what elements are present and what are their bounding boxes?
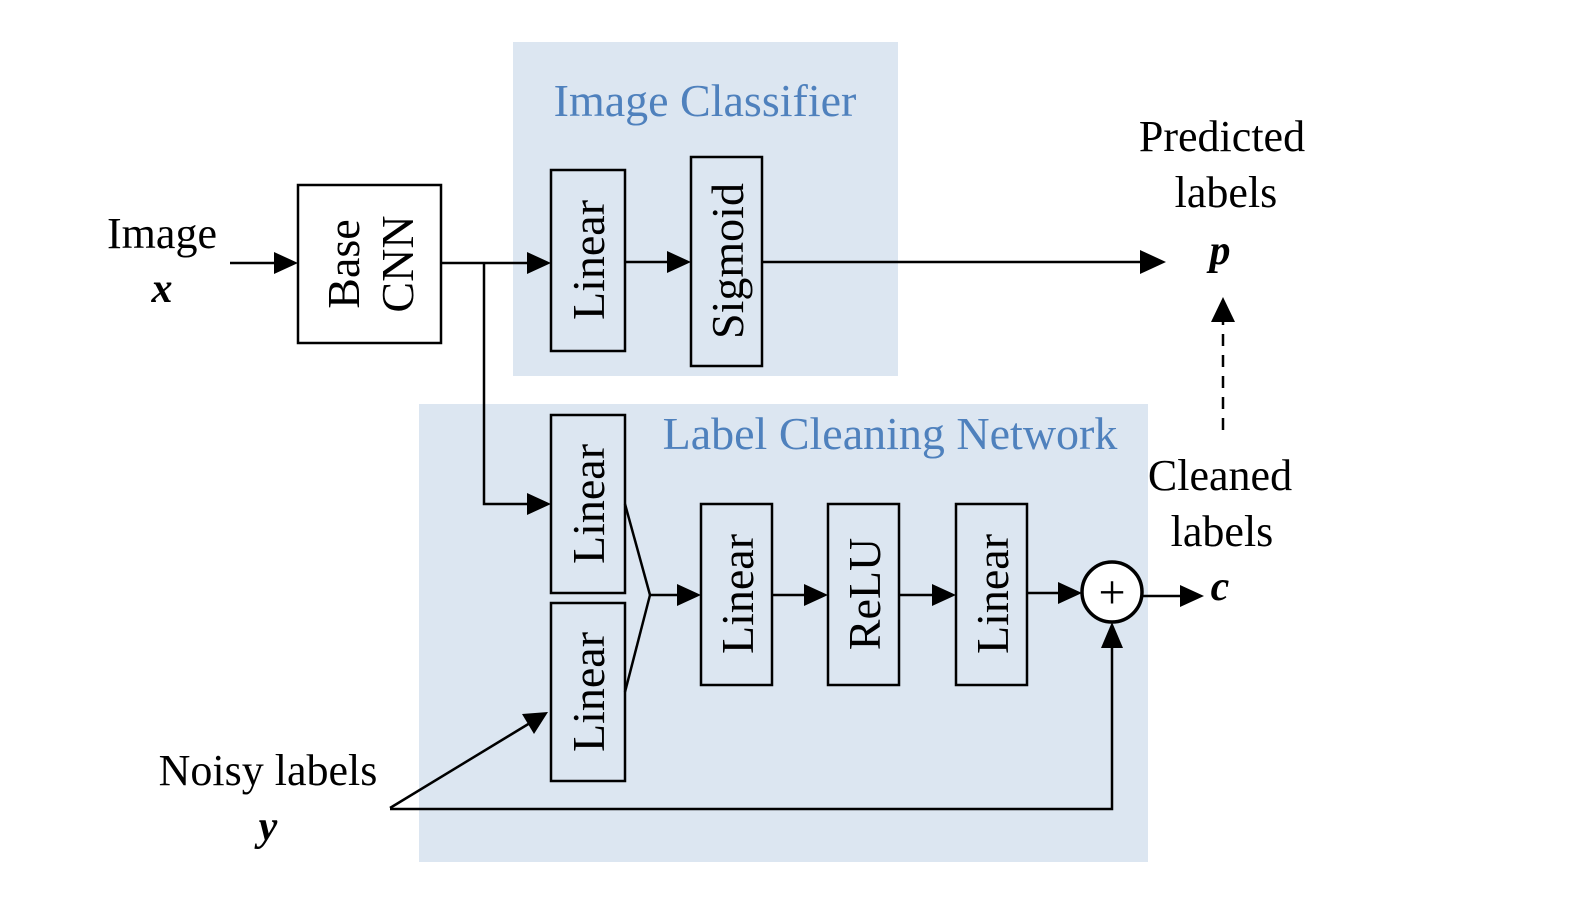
predicted-label-line2: labels	[1175, 168, 1278, 217]
noisy-labels-variable: y	[254, 804, 278, 850]
wire-merge-lower	[623, 594, 652, 693]
base-cnn-label-line2: CNN	[372, 215, 423, 312]
predicted-label-line1: Predicted	[1139, 112, 1305, 161]
arrow-dashed-to-predicted	[1211, 297, 1235, 322]
clean-linear-image-label: Linear	[563, 444, 614, 564]
wire-merge-upper	[623, 503, 652, 596]
clean-relu-label: ReLU	[839, 538, 890, 650]
wire-cnn-to-cleaning	[482, 263, 531, 506]
image-input-label: Image	[107, 209, 217, 258]
arrow-into-classifier-linear	[527, 252, 551, 274]
arrow-skip-into-add	[1101, 622, 1123, 648]
clean-linear-out-block	[954, 502, 1029, 687]
cleaned-variable: c	[1211, 564, 1230, 610]
predicted-variable: p	[1207, 228, 1231, 274]
arrow-into-clean-linear-image	[527, 493, 551, 515]
image-input-variable: x	[151, 266, 173, 312]
arrow-to-cleaned	[1180, 585, 1204, 607]
arrow-into-cnn	[274, 252, 298, 274]
classifier-sigmoid-label: Sigmoid	[702, 183, 753, 339]
add-symbol: +	[1098, 566, 1125, 619]
noisy-labels-label: Noisy labels	[159, 746, 378, 795]
base-cnn-label-line1: Base	[318, 219, 369, 308]
arrow-into-hidden-linear	[677, 584, 701, 606]
image-classifier-title: Image Classifier	[554, 75, 857, 126]
label-cleaning-title: Label Cleaning Network	[663, 408, 1118, 459]
arrow-into-relu	[804, 584, 828, 606]
wire-noisy-skip-to-add	[390, 645, 1114, 811]
classifier-linear-label: Linear	[563, 200, 614, 320]
arrow-into-sigmoid	[667, 251, 691, 273]
arrow-into-add	[1058, 582, 1082, 604]
arrow-into-out-linear	[932, 584, 956, 606]
arrow-into-clean-linear-noisy	[522, 712, 548, 734]
clean-linear-hidden-label: Linear	[712, 534, 763, 654]
connections	[230, 250, 1235, 811]
clean-linear-noisy-label: Linear	[563, 632, 614, 752]
wire-noisy-to-linear	[389, 721, 531, 810]
cleaned-label-line1: Cleaned	[1148, 451, 1292, 500]
label-cleaning-panel	[419, 404, 1148, 862]
cleaned-label-line2: labels	[1171, 507, 1274, 556]
clean-linear-out-label: Linear	[967, 534, 1018, 654]
arrow-to-predicted	[1140, 250, 1166, 274]
image-classifier-panel	[513, 42, 898, 376]
classifier-linear-block	[549, 168, 627, 353]
